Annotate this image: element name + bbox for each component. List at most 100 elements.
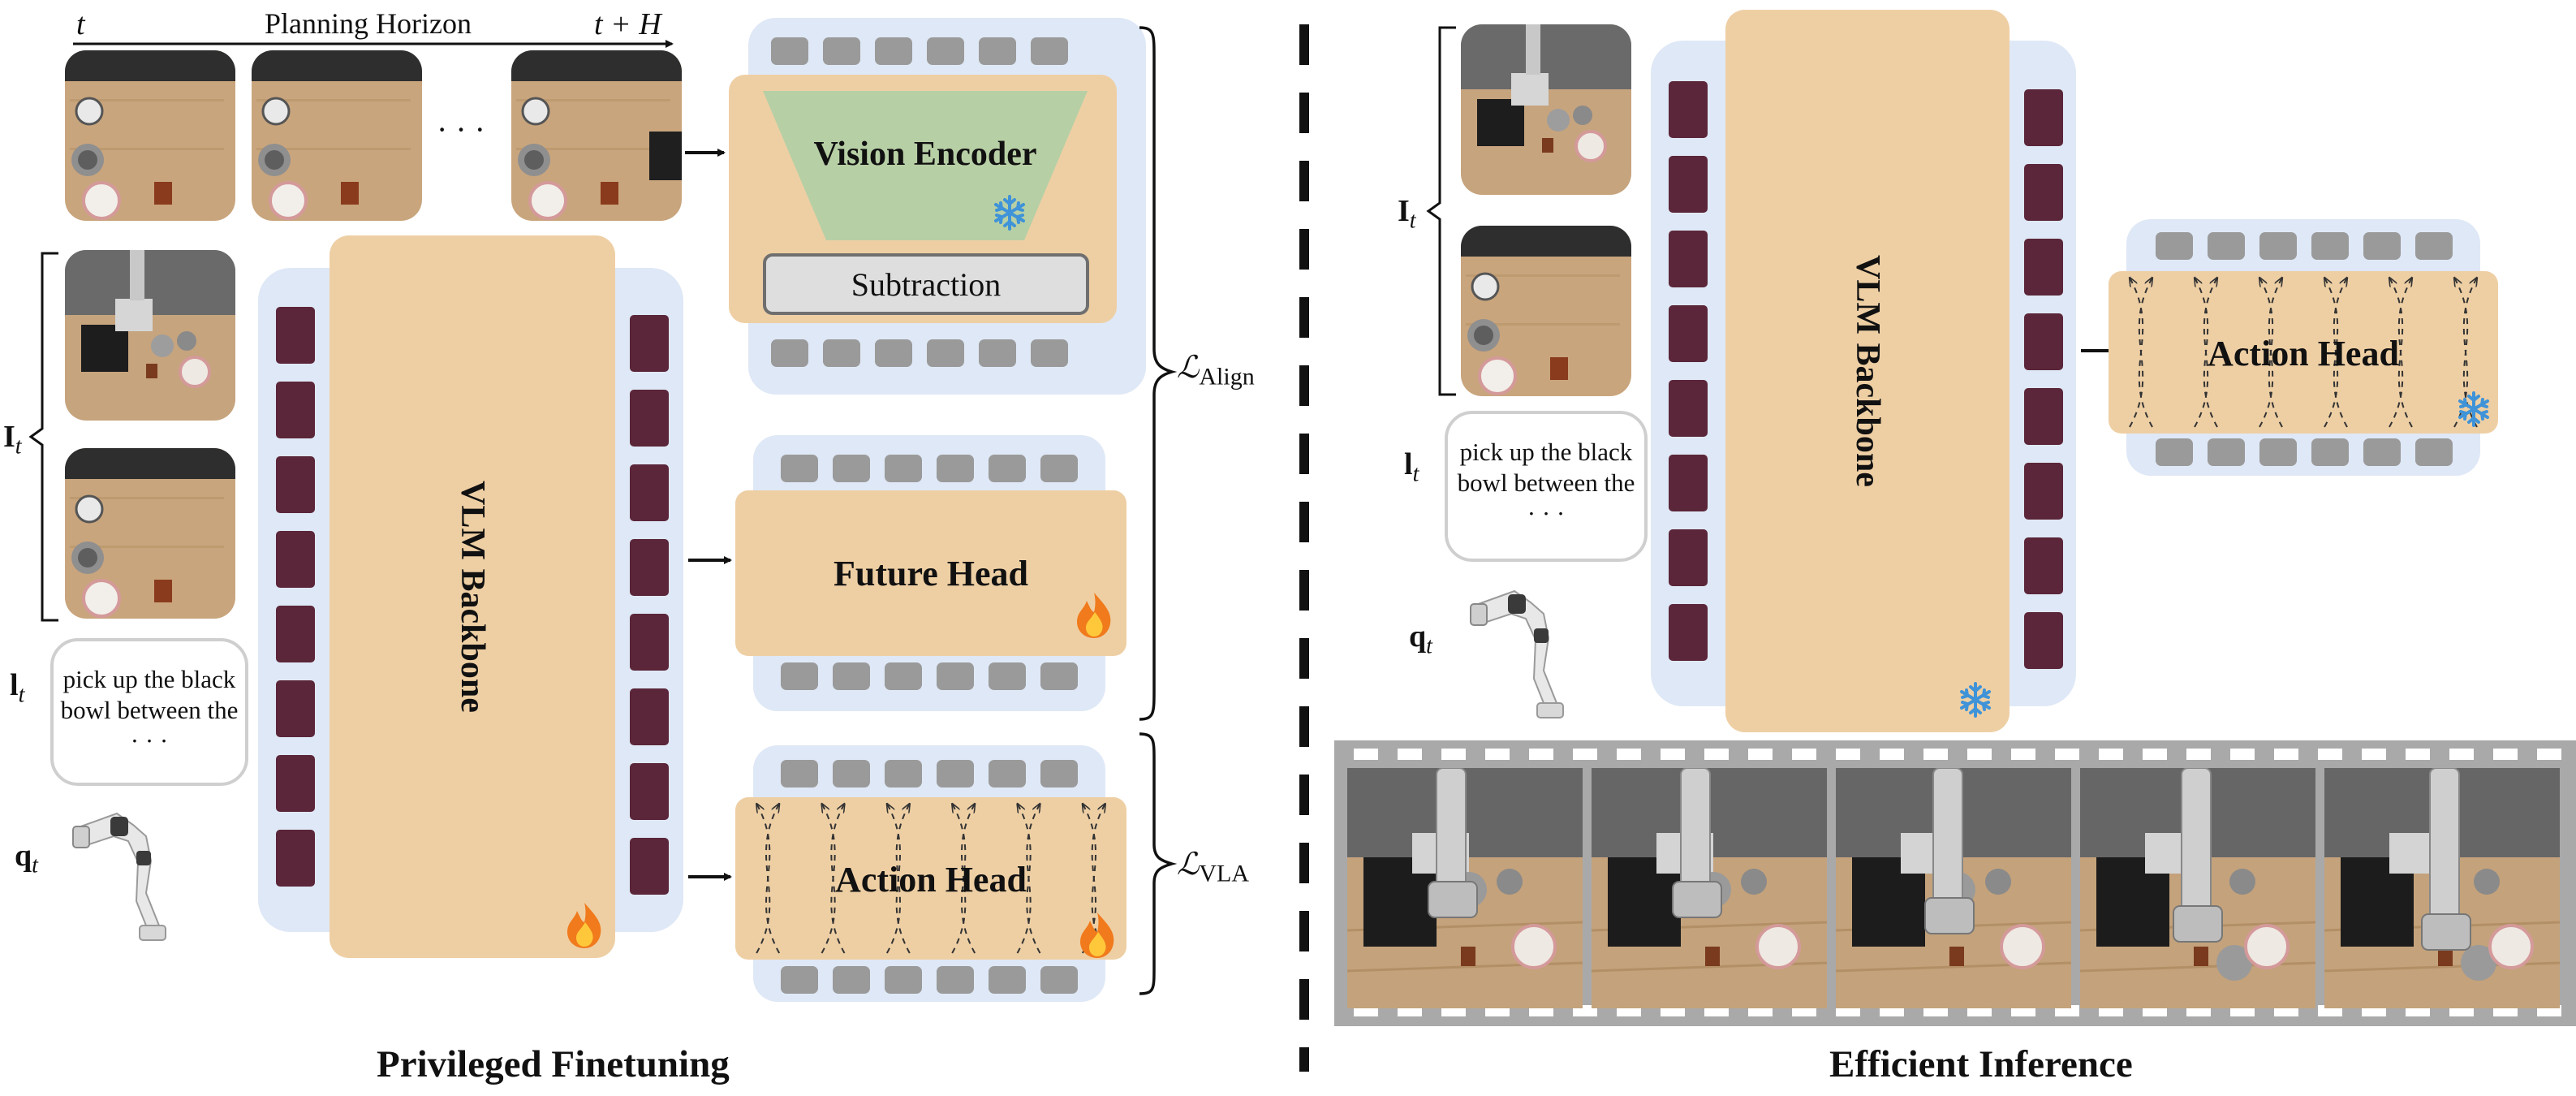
embedding-token — [1669, 604, 1708, 661]
embedding-token — [630, 539, 669, 596]
query-token — [781, 966, 818, 994]
film-hole — [2230, 749, 2255, 760]
film-hole — [2493, 749, 2518, 760]
flame-icon — [1077, 593, 1111, 638]
query-token — [989, 760, 1026, 787]
observation-image-top — [65, 448, 235, 619]
instruction-line-3: · · · — [1527, 499, 1566, 528]
flow-line — [952, 804, 976, 954]
images-label: It — [1398, 194, 1416, 234]
query-token — [885, 455, 922, 482]
query-token — [2156, 232, 2193, 260]
align-loss-label: ℒAlign — [1177, 351, 1255, 391]
vlm-to-future-arrow — [688, 556, 732, 564]
robot-arm-icon — [72, 813, 166, 941]
vla-loss-brace — [1139, 732, 1178, 995]
embedding-token — [2024, 89, 2063, 146]
query-token — [875, 339, 912, 367]
flow-line — [2130, 278, 2153, 428]
snowflake-icon — [994, 195, 1025, 231]
film-hole — [2318, 749, 2342, 760]
embedding-token — [276, 382, 315, 438]
robot-arm-icon — [1470, 590, 1564, 718]
flow-line — [2259, 278, 2283, 428]
query-token — [771, 339, 808, 367]
images-bracket — [1426, 26, 1456, 396]
query-token — [1040, 662, 1078, 690]
query-token — [1040, 966, 1078, 994]
film-hole — [2055, 749, 2079, 760]
query-token — [2363, 438, 2401, 466]
rollout-frame — [2324, 768, 2560, 1008]
query-token — [927, 37, 964, 65]
query-token — [781, 662, 818, 690]
query-token — [823, 339, 860, 367]
instruction-line-1: pick up the black — [62, 665, 236, 693]
query-token — [1031, 37, 1068, 65]
future-frame-2 — [252, 50, 422, 221]
action-head-flow-lines — [735, 797, 1126, 954]
embedding-token — [630, 390, 669, 447]
film-hole — [1661, 749, 1685, 760]
rollout-frame — [1347, 768, 1583, 1008]
query-token — [937, 662, 974, 690]
images-bracket — [28, 252, 58, 622]
embedding-token — [2024, 313, 2063, 370]
embedding-token — [276, 456, 315, 513]
instruction-bubble: pick up the black bowl between the · · · — [50, 638, 248, 786]
film-hole — [2537, 749, 2561, 760]
query-token — [937, 966, 974, 994]
query-token — [2156, 438, 2193, 466]
query-token — [823, 37, 860, 65]
flow-line — [887, 804, 911, 954]
query-token — [833, 760, 870, 787]
query-token — [833, 662, 870, 690]
embedding-token — [2024, 239, 2063, 296]
section-divider — [1299, 24, 1309, 1072]
images-label: It — [3, 420, 22, 460]
embedding-token — [1669, 529, 1708, 586]
flow-line — [2324, 278, 2348, 428]
privileged-finetuning-title: Privileged Finetuning — [377, 1043, 730, 1085]
film-hole — [2099, 749, 2123, 760]
film-hole — [1398, 749, 1422, 760]
query-token — [2259, 232, 2297, 260]
query-token — [2311, 438, 2349, 466]
vla-loss-label: ℒVLA — [1177, 848, 1250, 887]
query-token — [885, 760, 922, 787]
film-hole — [1617, 749, 1641, 760]
action-head-block — [2109, 271, 2498, 434]
film-hole — [2274, 749, 2298, 760]
frames-ellipsis: · · · — [437, 111, 485, 148]
query-token — [2259, 438, 2297, 466]
align-loss-brace — [1139, 26, 1178, 721]
query-token — [1040, 760, 1078, 787]
action-head-label: Action Head — [2208, 333, 2399, 373]
vlm-backbone-label: VLM Backbone — [454, 481, 491, 713]
film-hole — [1967, 749, 1992, 760]
embedding-token — [1669, 156, 1708, 213]
embedding-token — [1669, 81, 1708, 138]
query-token — [2208, 232, 2245, 260]
query-token — [833, 966, 870, 994]
flow-line — [756, 804, 781, 954]
subtraction-block: Subtraction — [763, 253, 1089, 315]
embedding-token — [1669, 380, 1708, 437]
rollout-frame — [1592, 768, 1827, 1008]
language-label: lt — [1404, 447, 1419, 487]
embedding-token — [630, 614, 669, 671]
query-token — [781, 455, 818, 482]
instruction-line-2: bowl between the — [60, 696, 239, 724]
film-hole — [2449, 749, 2474, 760]
film-hole — [1704, 749, 1729, 760]
snowflake-icon — [1960, 682, 1991, 718]
query-token — [2363, 232, 2401, 260]
film-hole — [2406, 749, 2430, 760]
action-head-label: Action Head — [835, 859, 1027, 900]
flame-icon — [1080, 913, 1114, 958]
embedding-token — [276, 680, 315, 737]
film-hole — [1836, 749, 1860, 760]
query-token — [771, 37, 808, 65]
planning-horizon-label: Planning Horizon — [265, 7, 472, 40]
query-token — [927, 339, 964, 367]
